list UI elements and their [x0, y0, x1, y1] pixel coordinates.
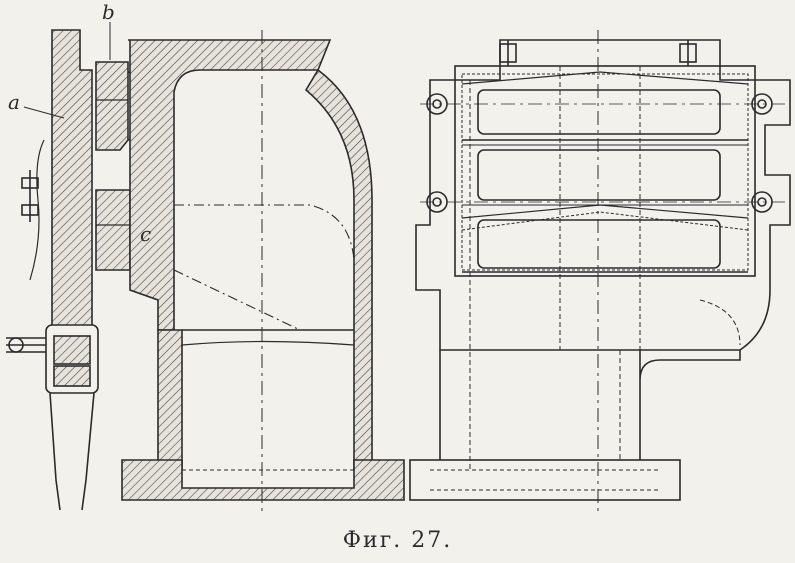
- valve-seat-lower: [95, 189, 131, 271]
- figure-caption: Фиг. 27.: [342, 528, 453, 553]
- label-a: a: [8, 90, 20, 114]
- studs: [21, 170, 39, 222]
- base-flange: [121, 459, 405, 501]
- exterior-view: [409, 30, 791, 512]
- inner-frame: [454, 65, 756, 277]
- body-right-wall: [304, 68, 373, 471]
- technical-drawing: [6, 22, 791, 512]
- body-top-wall: [128, 39, 332, 331]
- port-window-1: [477, 89, 721, 135]
- label-b: b: [102, 0, 115, 24]
- valve-seat-upper: [95, 61, 129, 151]
- outer-casing: [415, 39, 791, 351]
- port-window-2: [477, 149, 721, 201]
- section-view: [6, 22, 405, 512]
- lower-body: [439, 350, 741, 460]
- rod: [49, 392, 95, 511]
- spring-line: [29, 139, 45, 281]
- body-left-lower-wall: [157, 329, 183, 471]
- label-c: c: [140, 222, 152, 246]
- right-base-flange: [409, 459, 681, 501]
- port-window-3: [477, 219, 721, 269]
